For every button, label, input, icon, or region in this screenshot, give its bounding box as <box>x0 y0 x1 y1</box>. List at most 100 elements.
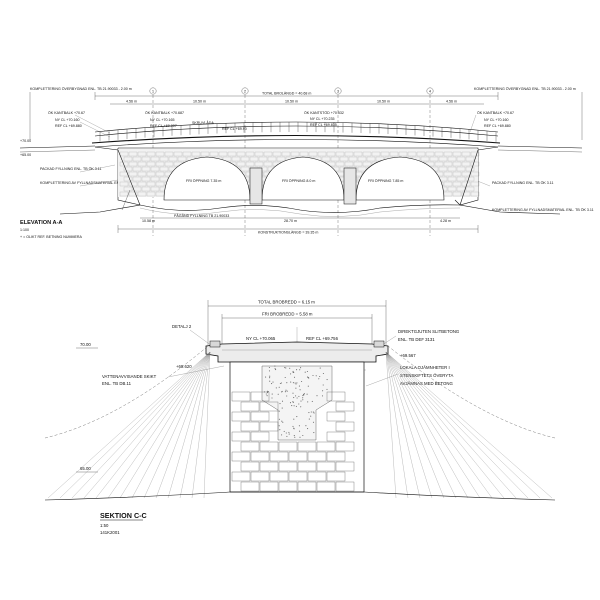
masonry-stone <box>137 181 147 187</box>
note-left-2: ENL. TB DB.11 <box>102 381 132 386</box>
gravel-dot <box>266 390 268 392</box>
fan-line-left <box>167 351 211 499</box>
masonry-stone <box>249 156 259 162</box>
pier-stone <box>259 481 279 492</box>
gravel-dot <box>284 376 286 379</box>
masonry-stone <box>443 161 453 167</box>
right-end-dim: 4.28 m <box>440 219 451 223</box>
masonry-stone <box>123 156 133 162</box>
masonry-stone <box>119 181 129 187</box>
gravel-dot <box>299 389 301 391</box>
gravel-dot <box>316 395 318 397</box>
right-note-komplettering: KOMPLETTERING AV FYLLNADSMATERIAL ENL. T… <box>492 208 594 212</box>
gravel-dot <box>269 377 271 379</box>
new-cl-label: NY CL +70.065 <box>246 336 276 341</box>
pier-stone <box>326 431 346 442</box>
masonry-stone <box>267 156 277 162</box>
masonry-stone <box>456 176 466 182</box>
gravel-dot <box>308 412 310 414</box>
gravel-dot <box>313 432 315 434</box>
arch-3 <box>355 156 445 201</box>
masonry-arches: FRI ÖPPNING 7.35 m FRI ÖPPNING 8.0 m FRI… <box>117 147 480 206</box>
span-dim-1: 4.56 m <box>126 100 137 104</box>
left-end-dim: 10.58 m <box>142 219 155 223</box>
masonry-stone <box>119 191 129 197</box>
masonry-stone <box>150 186 160 192</box>
masonry-stone <box>447 156 457 162</box>
gravel-dot <box>284 391 286 393</box>
pier-stone <box>307 451 327 462</box>
gravel-dot <box>318 378 320 380</box>
masonry-stone <box>155 161 165 167</box>
gravel-dot <box>281 420 283 422</box>
railing-bottom <box>94 125 499 137</box>
masonry-stone <box>137 161 147 167</box>
masonry-stone <box>348 156 358 162</box>
slope-fan-lines <box>47 351 553 499</box>
pier-stone <box>259 461 279 472</box>
gravel-dot <box>292 425 294 427</box>
left-leader-3 <box>79 164 116 173</box>
arch-2 <box>261 156 345 201</box>
masonry-stone <box>263 151 273 157</box>
masonry-stone <box>447 176 457 182</box>
masonry-stone <box>132 156 142 162</box>
fan-line-left <box>155 351 211 499</box>
note-left-leader <box>167 365 225 378</box>
gravel-dot <box>290 373 292 375</box>
fan-line-left <box>191 351 211 499</box>
note-left-1: VATTENAVVISANDE SKIKT <box>102 374 157 379</box>
mid-note-ref-cl-3: REF CL +69.90 <box>222 127 247 131</box>
masonry-stone <box>299 151 309 157</box>
pier-stone <box>259 401 279 412</box>
fan-line-left <box>47 351 211 499</box>
note-right-top-1: DIREKTGJUTEN SLITBETONG <box>398 329 460 334</box>
masonry-stone <box>231 156 241 162</box>
pier-stone <box>250 411 270 422</box>
gravel-dot <box>279 382 281 385</box>
pier-stone <box>297 481 317 492</box>
gravel-dot <box>306 370 308 373</box>
masonry-stone <box>438 156 448 162</box>
gravel-dot <box>296 369 298 371</box>
masonry-stone <box>146 161 156 167</box>
gravel-dot <box>286 382 288 384</box>
note-right-top-2: ENL. TB DEF 3131 <box>398 337 435 342</box>
fan-line-left <box>95 351 211 499</box>
masonry-stone <box>173 151 183 157</box>
stone-pier <box>229 361 365 493</box>
masonry-stone <box>465 186 475 192</box>
masonry-stone <box>146 171 156 177</box>
masonry-stone <box>191 151 201 157</box>
gravel-dot <box>293 376 296 378</box>
masonry-stone <box>137 171 147 177</box>
left-leader-1 <box>74 114 111 134</box>
gravel-dot <box>293 427 295 429</box>
pier-stone <box>335 441 355 452</box>
masonry-stone <box>258 156 268 162</box>
masonry-stone <box>245 161 255 167</box>
note-right-mid-3: AVJÄMNAS MED BETONG <box>400 381 454 386</box>
pier-stone <box>259 421 279 432</box>
embankments <box>59 146 561 217</box>
pier-stone <box>240 421 260 432</box>
masonry-stone <box>146 191 156 197</box>
masonry-stone <box>236 151 246 157</box>
fan-line-right <box>385 351 445 499</box>
masonry-stone <box>339 156 349 162</box>
pier-stone <box>335 461 355 472</box>
level-70: 70.00 <box>80 342 91 347</box>
masonry-stone <box>456 156 466 162</box>
gravel-dot <box>277 393 279 395</box>
masonry-stone <box>452 161 462 167</box>
pier-stone <box>307 471 327 482</box>
deck-slab-outline <box>205 341 389 363</box>
grid-marker-4 <box>426 87 434 95</box>
mid-note-kantstod: ÖK KANTSTÖD +70.532 <box>304 111 344 115</box>
grid-label-4: 4 <box>429 89 431 93</box>
pier-stone <box>231 431 251 442</box>
gravel-dot <box>271 393 273 395</box>
masonry-stone <box>227 151 237 157</box>
fan-line-right <box>385 351 409 499</box>
gravel-dot <box>322 390 324 392</box>
